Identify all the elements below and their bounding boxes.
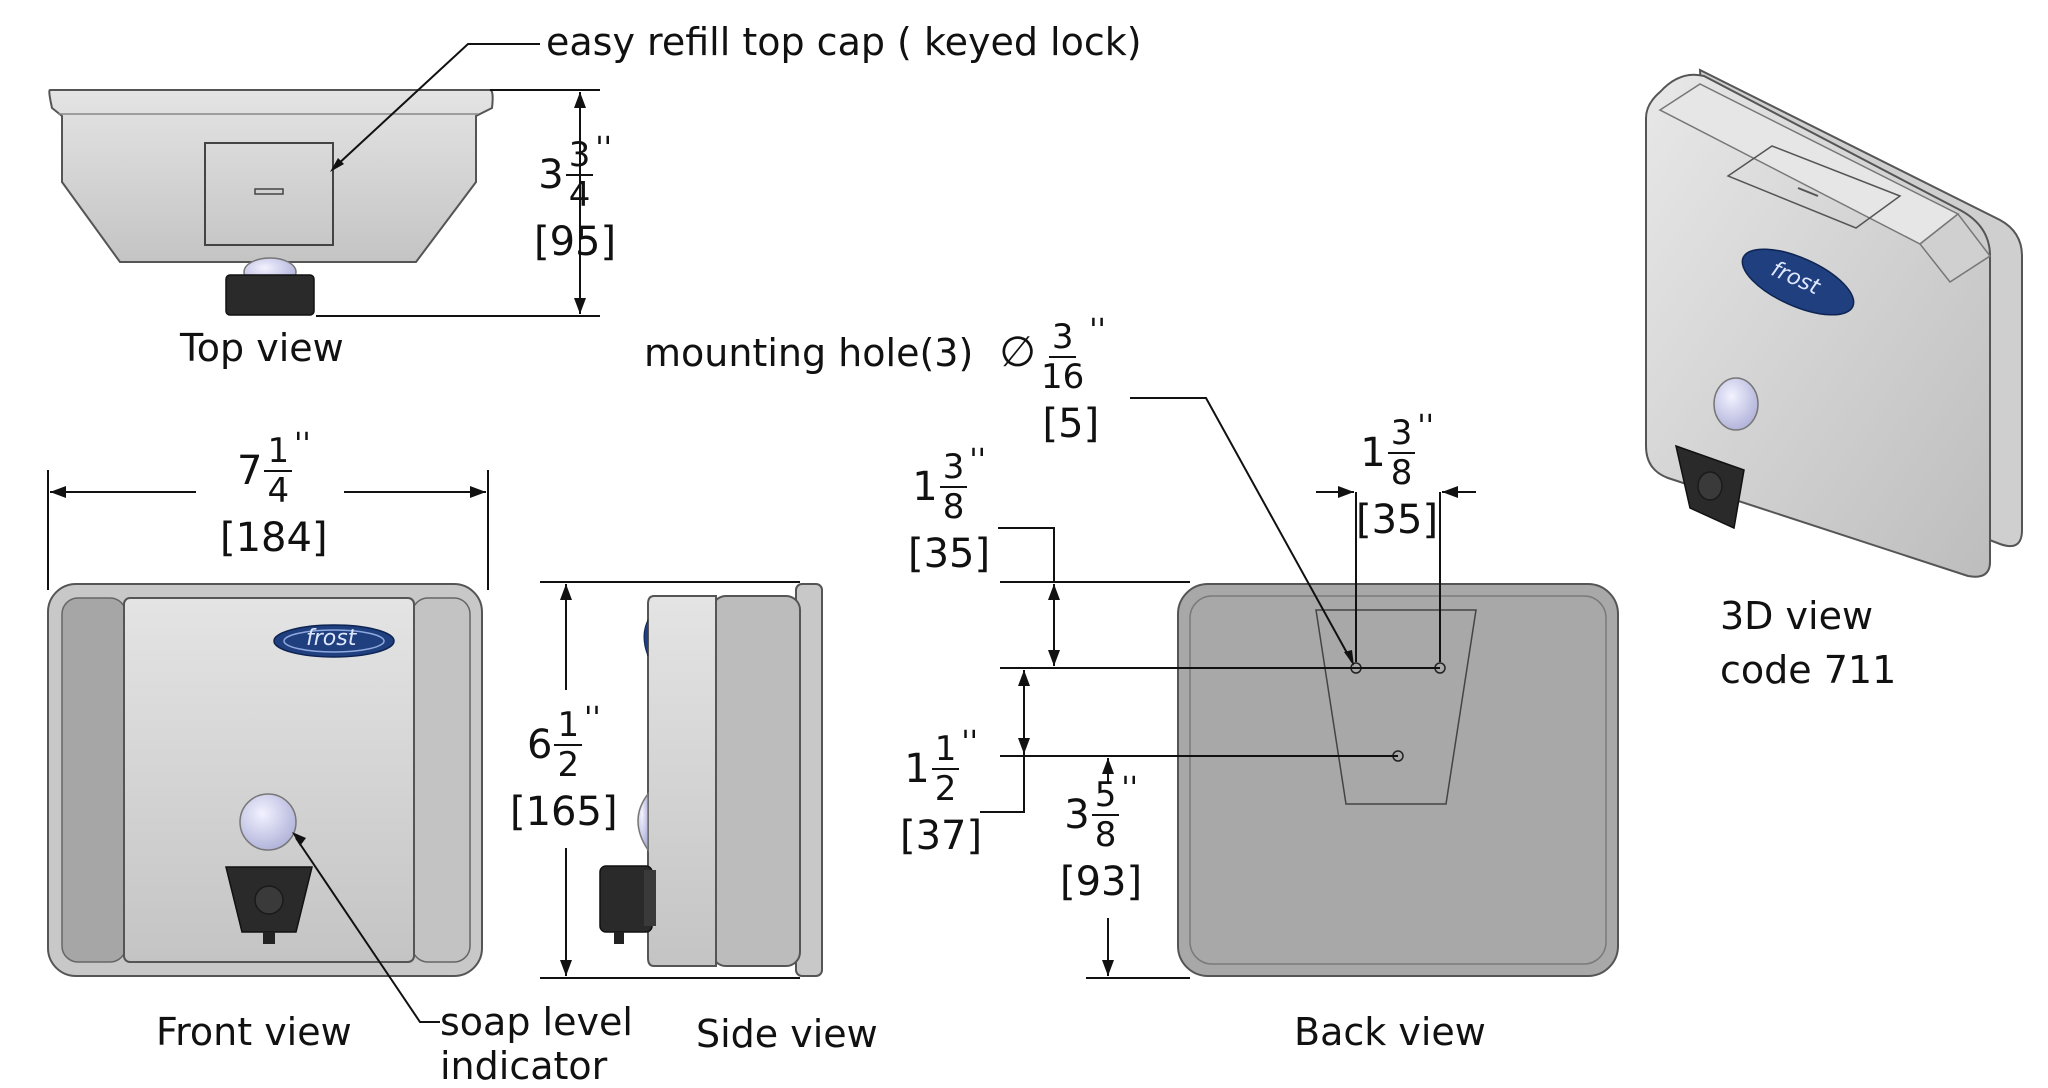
side-view-frame — [711, 595, 801, 967]
front-view-cover — [123, 597, 415, 963]
front-view-left-flank — [61, 597, 127, 963]
top-view-body — [48, 89, 494, 263]
top-cap-arrowhead — [330, 158, 344, 172]
top-to-hole-leader — [998, 527, 1055, 582]
front-view-logo-badge — [273, 624, 395, 658]
top-view-label: Top view — [180, 326, 344, 370]
top-view-drawing — [48, 43, 600, 317]
iso-view-soap-indicator — [1713, 377, 1759, 431]
top-cap-outline — [204, 142, 334, 246]
mounting-hole-callout: mounting hole(3) ∅ — [644, 327, 1036, 376]
mounting-hole-leader — [1130, 397, 1353, 663]
back-view-plate — [1177, 583, 1619, 977]
height-dimension-mm: [165] — [510, 789, 618, 835]
iso-view-drawing — [1645, 68, 2023, 578]
top-cap-callout: easy refill top cap ( keyed lock) — [546, 20, 1142, 64]
hole-to-bottom-dimension-mm: [93] — [1060, 859, 1143, 905]
hole-diameter-dimension-mm: [5] — [1042, 401, 1100, 447]
depth-dimension-mm: [95] — [534, 219, 617, 265]
hole-spacing-h-dimension-mm: [35] — [1356, 497, 1439, 543]
back-view-label: Back view — [1294, 1010, 1486, 1054]
side-view-drawing — [540, 581, 823, 979]
side-view-button — [637, 791, 649, 853]
back-view-drawing — [980, 397, 1619, 979]
front-view-soap-indicator — [239, 793, 297, 851]
front-view-logo-text: frost — [306, 626, 357, 651]
soap-level-leader — [295, 837, 440, 1023]
width-dimension-mm: [184] — [220, 515, 328, 561]
mounting-hole-callout-text: mounting hole(3) — [644, 331, 974, 375]
front-view-right-flank — [411, 597, 471, 963]
back-view-bracket — [1315, 609, 1477, 805]
hole-spacing-v-dimension-mm: [37] — [900, 813, 983, 859]
front-view-drawing — [47, 470, 489, 1023]
top-view-valve — [225, 274, 315, 316]
side-view-body — [647, 595, 717, 967]
diameter-symbol: ∅ — [999, 327, 1036, 376]
iso-view-label-line1: 3D view — [1720, 594, 1874, 638]
top-cap-leader — [335, 43, 540, 167]
iso-view-top-cap — [1726, 145, 1902, 229]
iso-view-logo-badge — [1741, 248, 1855, 316]
top-cap-keyhole — [254, 188, 284, 195]
iso-view-label-line2: code 711 — [1720, 648, 1897, 692]
soap-level-callout-line1: soap level — [440, 1000, 633, 1044]
soap-level-callout-line2: indicator — [440, 1044, 608, 1088]
top-to-hole-dimension-mm: [35] — [908, 531, 991, 577]
side-view-label: Side view — [696, 1012, 878, 1056]
front-view-label: Front view — [156, 1010, 352, 1054]
